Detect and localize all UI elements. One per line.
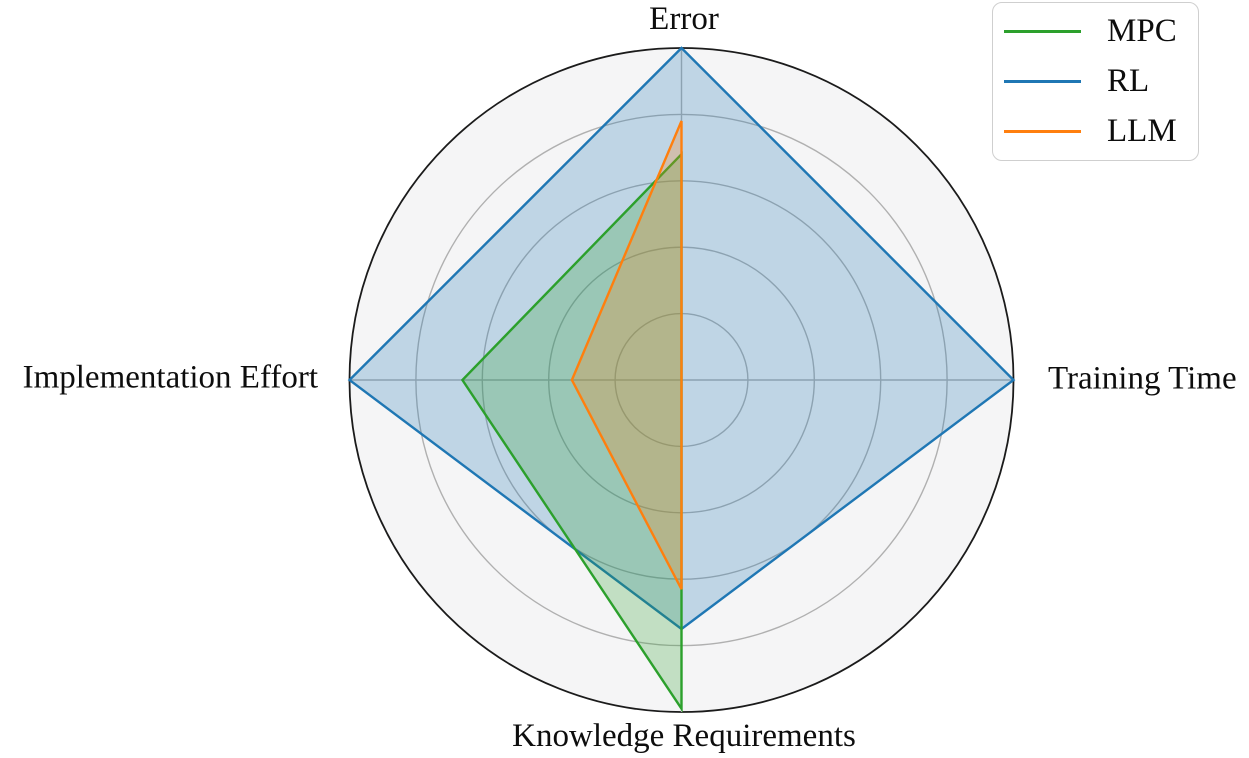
legend-line-mpc bbox=[1004, 30, 1081, 34]
legend-label-mpc: MPC bbox=[1107, 13, 1177, 50]
legend-line-llm bbox=[1004, 129, 1081, 133]
legend-item-mpc: MPC bbox=[993, 15, 1198, 48]
legend: MPC RL LLM bbox=[992, 2, 1199, 161]
legend-line-rl bbox=[1004, 79, 1081, 83]
legend-label-rl: RL bbox=[1107, 62, 1150, 99]
legend-label-llm: LLM bbox=[1107, 112, 1177, 149]
axis-label-error: Error bbox=[649, 1, 719, 37]
legend-item-rl: RL bbox=[993, 62, 1198, 99]
series-polygon-llm bbox=[570, 120, 683, 590]
axis-label-training-time: Training Time bbox=[1048, 360, 1237, 397]
axis-label-knowledge-requirements: Knowledge Requirements bbox=[512, 718, 856, 755]
axis-label-implementation-effort: Implementation Effort bbox=[22, 359, 318, 396]
legend-item-llm: LLM bbox=[993, 112, 1198, 149]
